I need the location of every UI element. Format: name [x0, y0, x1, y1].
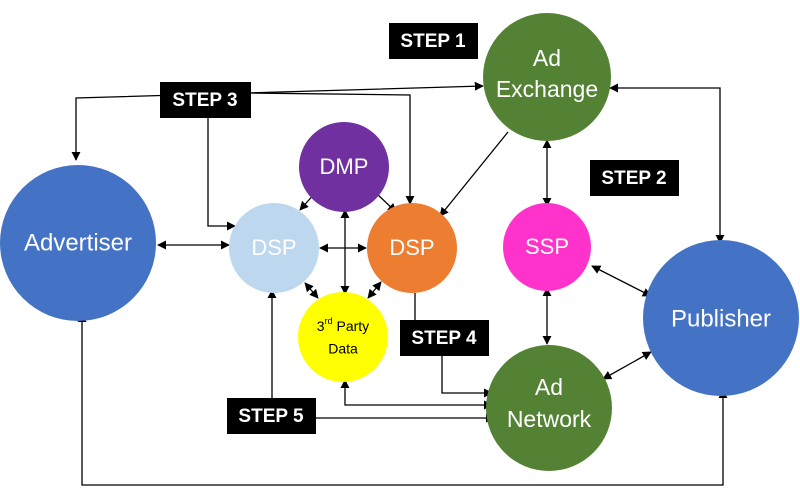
step-5-text: STEP 5	[238, 406, 304, 427]
connector-advertiser-adexchange	[71, 81, 484, 161]
dsp-left-label: DSP	[251, 235, 296, 260]
node-dsp-right: DSP	[367, 203, 457, 293]
node-publisher: Publisher	[643, 240, 799, 396]
connector-adexchange-publisher	[609, 83, 725, 244]
connector-step3-dsp-left	[207, 112, 236, 231]
ad-network-label-line2: Network	[507, 406, 592, 432]
third-party-label-line1: 3rd Party	[317, 316, 369, 333]
ssp-circle	[503, 203, 591, 291]
publisher-label: Publisher	[671, 305, 771, 332]
dsp-right-circle	[367, 203, 457, 293]
connector-adnetwork-publisher	[602, 351, 652, 380]
step-1-text: STEP 1	[400, 31, 466, 52]
node-dsp-left: DSP	[229, 203, 319, 293]
dsp-left-circle	[229, 203, 319, 293]
connector-ssp-publisher	[591, 265, 652, 297]
node-ad-network: Ad Network	[486, 345, 612, 471]
node-ad-exchange: Ad Exchange	[483, 13, 611, 141]
connector-third-party-adnetwork	[340, 379, 493, 410]
connector-dsp-right-third-party	[367, 281, 382, 299]
third-party-label-line2: Data	[328, 341, 358, 357]
node-third-party-data: 3rd Party Data	[298, 292, 388, 382]
step-2-text: STEP 2	[601, 168, 666, 189]
ad-exchange-label-line2: Exchange	[496, 76, 598, 102]
node-advertiser: Advertiser	[0, 165, 156, 321]
step-5-label: STEP 5	[227, 398, 316, 434]
dmp-label: DMP	[320, 154, 369, 179]
connector-dsp-left-third-party	[304, 282, 319, 299]
dsp-right-label: DSP	[389, 235, 434, 260]
step-3-label: STEP 3	[160, 82, 251, 118]
step-2-label: STEP 2	[590, 160, 679, 196]
ad-network-label-line1: Ad	[535, 374, 563, 400]
step-1-label: STEP 1	[389, 23, 478, 59]
node-ssp: SSP	[503, 203, 591, 291]
node-dmp: DMP	[299, 122, 389, 212]
connector-step3-dsp-right	[249, 92, 415, 205]
publisher-circle	[643, 240, 799, 396]
step-4-label: STEP 4	[400, 320, 489, 356]
advertiser-circle	[0, 165, 156, 321]
dmp-circle	[299, 122, 389, 212]
ssp-label: SSP	[525, 234, 569, 259]
ad-network-circle	[486, 345, 612, 471]
ad-exchange-circle	[483, 13, 611, 141]
connector-adexchange-dsp-right	[439, 131, 509, 217]
third-party-circle	[298, 292, 388, 382]
advertiser-label: Advertiser	[24, 229, 132, 256]
connector-advertiser-publisher	[77, 313, 728, 486]
ad-exchange-label-line1: Ad	[533, 45, 561, 71]
step-4-text: STEP 4	[411, 328, 477, 349]
step-3-text: STEP 3	[172, 90, 237, 111]
